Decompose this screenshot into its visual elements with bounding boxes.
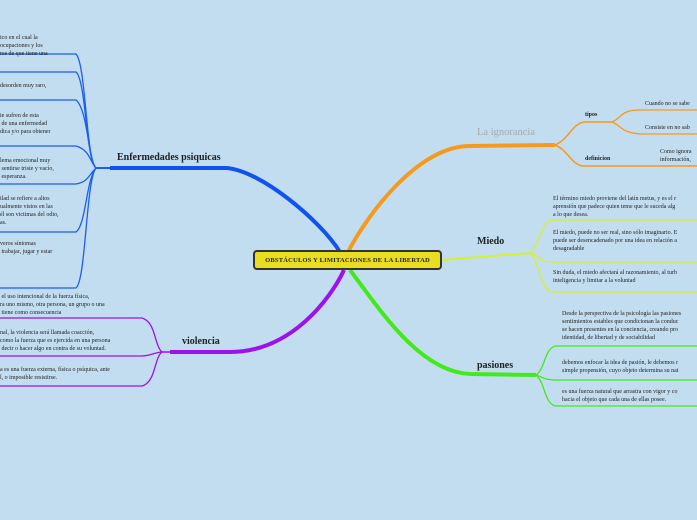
central-topic[interactable]: OBSTÁCULOS Y LIMITACIONES DE LA LIBERTAD (253, 250, 442, 270)
miedo-leaf-1[interactable]: El término miedo proviene del latín metu… (553, 196, 677, 218)
enfermedades-branch-lines (0, 53, 342, 289)
miedo-main-connector (441, 252, 531, 261)
topic-enfermedades-psiquicas[interactable]: Enfermedades psiquicas (117, 152, 221, 163)
violencia-leaf-1[interactable]: el uso intencional de la fuerza física, … (0, 294, 105, 316)
enfermedades-main-connector (110, 166, 342, 254)
enfermedades-leaf-2[interactable]: desorden muy raro, (0, 83, 47, 89)
central-topic-label: OBSTÁCULOS Y LIMITACIONES DE LA LIBERTAD (265, 256, 430, 264)
miedo-branch-lines (441, 219, 697, 293)
enfermedades-leaf-6[interactable]: veros síntomas trabajar, jugar y estar (0, 241, 53, 255)
topic-la-ignorancia[interactable]: La ignorancia (477, 127, 535, 138)
ignorancia-subtopic-definicion[interactable]: definicion (585, 156, 611, 162)
topic-label: La ignorancia (477, 127, 536, 138)
miedo-leaf-2[interactable]: El miedo, puede no ser real, sino sólo i… (553, 230, 678, 252)
ignorancia-definicion-leaf-1[interactable]: Como ignora información, (660, 149, 692, 163)
topic-label: Enfermedades psiquicas (117, 152, 221, 163)
ignorancia-tipos-leaf-2[interactable]: Consiste en no sab (645, 125, 690, 131)
topic-pasiones[interactable]: pasiones (477, 360, 513, 371)
pasiones-leaf-2[interactable]: debemos enfocar la idea de pasión, le de… (562, 360, 679, 374)
topic-violencia[interactable]: violencia (182, 336, 220, 347)
violencia-leaf-2[interactable]: nal, la violencia será llamada coacción,… (0, 330, 111, 352)
ignorancia-subtopic-tipos[interactable]: tipos (585, 112, 598, 118)
pasiones-branch-lines (348, 268, 697, 407)
pasiones-leaf-3[interactable]: es una fuerza natural que arrastra con v… (562, 389, 678, 403)
topic-label: violencia (182, 336, 220, 347)
topic-label: Miedo (477, 236, 505, 247)
violencia-main-connector (170, 269, 346, 354)
pasiones-leaf-1[interactable]: Desde la perspectiva de la psicología la… (562, 311, 682, 341)
ignorancia-branch-lines (346, 109, 697, 253)
enfermedades-leaf-1[interactable]: ico en el cual la ocupaciones y los rse … (0, 35, 48, 57)
topic-label: pasiones (477, 360, 514, 371)
ignorancia-tipos-leaf-1[interactable]: Cuando no se sabe (645, 101, 690, 107)
violencia-leaf-3[interactable]: a es una fuerza externa, física o psíqui… (0, 367, 110, 381)
topic-miedo[interactable]: Miedo (477, 236, 504, 247)
enfermedades-leaf-3[interactable]: ie sufren de esta de una enfermedad dica… (0, 113, 51, 135)
ignorancia-main-connector (346, 143, 556, 253)
miedo-leaf-3[interactable]: Sin duda, el miedo afectará al razonamie… (553, 270, 677, 284)
enfermedades-leaf-4[interactable]: lema emocional muy sentirse triste y vac… (0, 158, 54, 180)
pasiones-main-connector (348, 268, 537, 377)
enfermedades-leaf-5[interactable]: ilad se refiere a altos ualmente vistos … (0, 196, 59, 226)
violencia-branch-lines (0, 269, 346, 387)
